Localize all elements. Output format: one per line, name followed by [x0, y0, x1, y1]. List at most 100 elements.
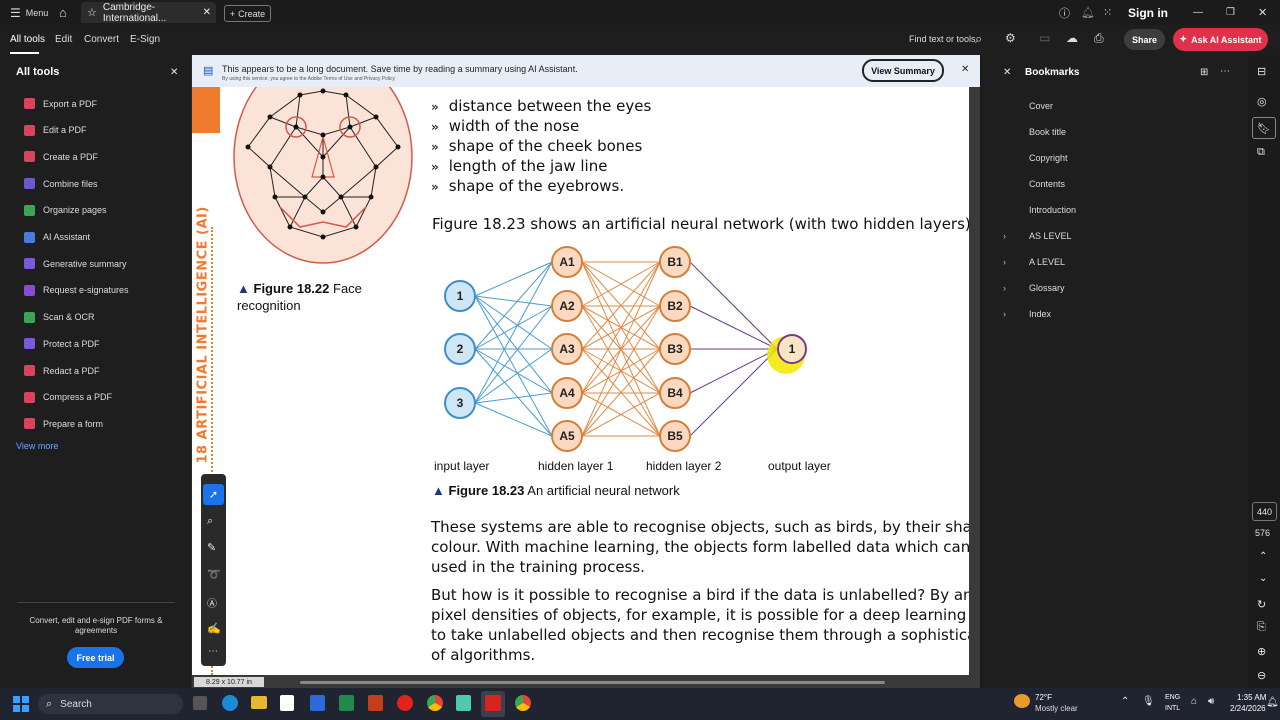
clock-date[interactable]: 2/24/2026 — [1230, 704, 1266, 713]
bookmark-glossary[interactable]: Glossary — [1029, 283, 1065, 293]
expand-chevron-icon[interactable]: › — [1003, 283, 1006, 293]
bookmark-icon[interactable]: 🔖︎ — [1252, 117, 1276, 139]
expand-chevron-icon[interactable]: › — [1003, 231, 1006, 241]
language-primary[interactable]: ENG — [1165, 694, 1181, 701]
save-icon[interactable]: ▭ — [1039, 31, 1051, 45]
close-window-icon[interactable]: ✕ — [1258, 7, 1268, 19]
help-icon[interactable]: ⓘ — [1059, 7, 1070, 20]
show-hidden-icons-chevron[interactable]: ⌃ — [1121, 696, 1130, 707]
zoom-out-icon[interactable]: ⊖ — [1257, 670, 1267, 682]
select-cursor-icon[interactable]: ➚ — [203, 484, 224, 505]
tool-item[interactable]: Redact a PDF — [24, 365, 100, 376]
zoom-tool-icon[interactable]: ⌕ — [207, 515, 214, 527]
ai-chat-icon[interactable]: ◎ — [1257, 96, 1267, 108]
sign-in-button[interactable]: Sign in — [1128, 5, 1168, 20]
file-explorer-icon[interactable] — [251, 696, 267, 709]
free-trial-button[interactable]: Free trial — [67, 647, 124, 668]
view-summary-button[interactable]: View Summary — [862, 59, 944, 82]
expand-chevron-icon[interactable]: › — [1003, 257, 1006, 267]
language-secondary[interactable]: INTL — [1165, 705, 1181, 712]
task-view-icon[interactable] — [193, 696, 207, 710]
current-page-input[interactable]: 440 — [1252, 502, 1277, 521]
tool-item[interactable]: Prepare a form — [24, 418, 103, 430]
zoom-in-icon[interactable]: ⊕ — [1257, 646, 1267, 658]
menu-esign[interactable]: E-Sign — [130, 34, 161, 45]
menu-button[interactable]: ☰ Menu — [10, 0, 48, 25]
bookmark-contents[interactable]: Contents — [1029, 179, 1066, 189]
powerpoint-icon[interactable] — [368, 695, 383, 711]
notification-icon[interactable]: 🔔︎ — [1081, 7, 1095, 19]
menu-convert[interactable]: Convert — [84, 34, 120, 45]
previous-page-icon[interactable]: ⌃ — [1259, 551, 1268, 562]
bookmark-cover[interactable]: Cover — [1029, 101, 1054, 111]
horizontal-scrollbar[interactable] — [300, 681, 885, 684]
lasso-icon[interactable]: ➰ — [207, 569, 221, 581]
upload-cloud-icon[interactable]: ☁ — [1066, 31, 1078, 45]
comment-panel-icon[interactable]: ⊟ — [1257, 66, 1267, 78]
ai-tools-icon[interactable]: ⚙ — [1005, 31, 1016, 45]
signature-icon[interactable]: ✍ — [207, 623, 221, 635]
star-icon[interactable]: ☆ — [87, 7, 97, 19]
more-options-icon[interactable]: ⋯ — [1220, 66, 1230, 77]
pages-icon[interactable]: ⧉ — [1257, 146, 1265, 158]
document-tab[interactable]: ☆ Cambridge-International... ✕ — [81, 2, 216, 24]
add-bookmark-icon[interactable]: ⊞ — [1200, 67, 1209, 78]
create-button[interactable]: + Create — [224, 5, 271, 22]
next-page-icon[interactable]: ⌄ — [1259, 573, 1268, 584]
minimize-icon[interactable]: — — [1193, 7, 1203, 18]
ask-ai-assistant-button[interactable]: ✦ Ask AI Assistant — [1173, 28, 1268, 51]
tool-item[interactable]: Organize pages — [24, 204, 107, 216]
text-select-icon[interactable]: Ⓐ — [207, 599, 217, 610]
volume-icon[interactable]: 🔊︎ — [1208, 696, 1215, 707]
view-more-link[interactable]: View more — [16, 441, 59, 451]
print-icon[interactable]: ⎙ — [1094, 31, 1104, 45]
bookmark-introduction[interactable]: Introduction — [1029, 205, 1077, 215]
tool-item[interactable]: Protect a PDF — [24, 338, 100, 350]
weather-temp[interactable]: 72°F — [1035, 693, 1052, 702]
tool-item[interactable]: Edit a PDF — [24, 124, 87, 136]
find-text-tools[interactable]: Find text or tools — [909, 34, 976, 44]
bookmark-book-title[interactable]: Book title — [1029, 127, 1067, 137]
search-icon[interactable]: ⌕ — [975, 31, 983, 46]
refresh-icon[interactable]: ↻ — [1257, 599, 1267, 611]
acrobat-reader-icon[interactable] — [397, 695, 413, 711]
pen-icon[interactable]: ✎ — [207, 542, 217, 554]
notification-bell-icon[interactable]: 🔔︎ — [1266, 697, 1279, 708]
chrome-icon[interactable] — [427, 695, 443, 711]
share-button[interactable]: Share — [1124, 29, 1165, 50]
menu-edit[interactable]: Edit — [55, 34, 73, 45]
menu-all-tools[interactable]: All tools — [10, 34, 46, 45]
excel-icon[interactable] — [339, 695, 354, 711]
close-tab-icon[interactable]: ✕ — [202, 7, 211, 18]
tool-item[interactable]: Generative summary — [24, 258, 127, 270]
network-icon[interactable]: ⌂ — [1191, 696, 1198, 707]
page-view-icon[interactable]: ⎘ — [1257, 621, 1266, 633]
weather-desc[interactable]: Mostly clear — [1035, 704, 1078, 713]
acrobat-icon[interactable] — [485, 695, 501, 711]
bookmark-copyright[interactable]: Copyright — [1029, 153, 1068, 163]
close-panel-icon[interactable]: ✕ — [170, 67, 179, 78]
close-bookmarks-icon[interactable]: ✕ — [1003, 67, 1012, 78]
tool-item[interactable]: Combine files — [24, 178, 98, 190]
maximize-icon[interactable]: ❐ — [1226, 7, 1235, 18]
tool-item[interactable]: Scan & OCR — [24, 311, 95, 323]
bookmark-as-level[interactable]: AS LEVEL — [1029, 231, 1072, 241]
notepad-icon[interactable] — [280, 695, 294, 711]
bookmark-index[interactable]: Index — [1029, 309, 1052, 319]
chrome-profile-icon[interactable] — [515, 695, 531, 711]
clock-time[interactable]: 1:35 AM — [1237, 693, 1267, 702]
close-banner-icon[interactable]: ✕ — [961, 64, 970, 75]
bookmark-a-level[interactable]: A LEVEL — [1029, 257, 1066, 267]
word-icon[interactable] — [310, 695, 325, 711]
notes-app-icon[interactable] — [456, 695, 471, 711]
taskbar-search[interactable]: ⌕ Search — [38, 694, 183, 714]
apps-grid-icon[interactable]: ⁙ — [1103, 7, 1113, 19]
tool-item[interactable]: Compress a PDF — [24, 391, 112, 403]
windows-start-icon[interactable] — [13, 696, 29, 712]
expand-chevron-icon[interactable]: › — [1003, 309, 1006, 319]
tool-item[interactable]: Request e-signatures — [24, 284, 129, 296]
microphone-icon[interactable]: 🎙︎ — [1142, 696, 1155, 707]
tool-item[interactable]: Export a PDF — [24, 98, 97, 109]
tool-item[interactable]: AI Assistant — [24, 231, 90, 243]
home-icon[interactable]: ⌂ — [59, 5, 67, 20]
